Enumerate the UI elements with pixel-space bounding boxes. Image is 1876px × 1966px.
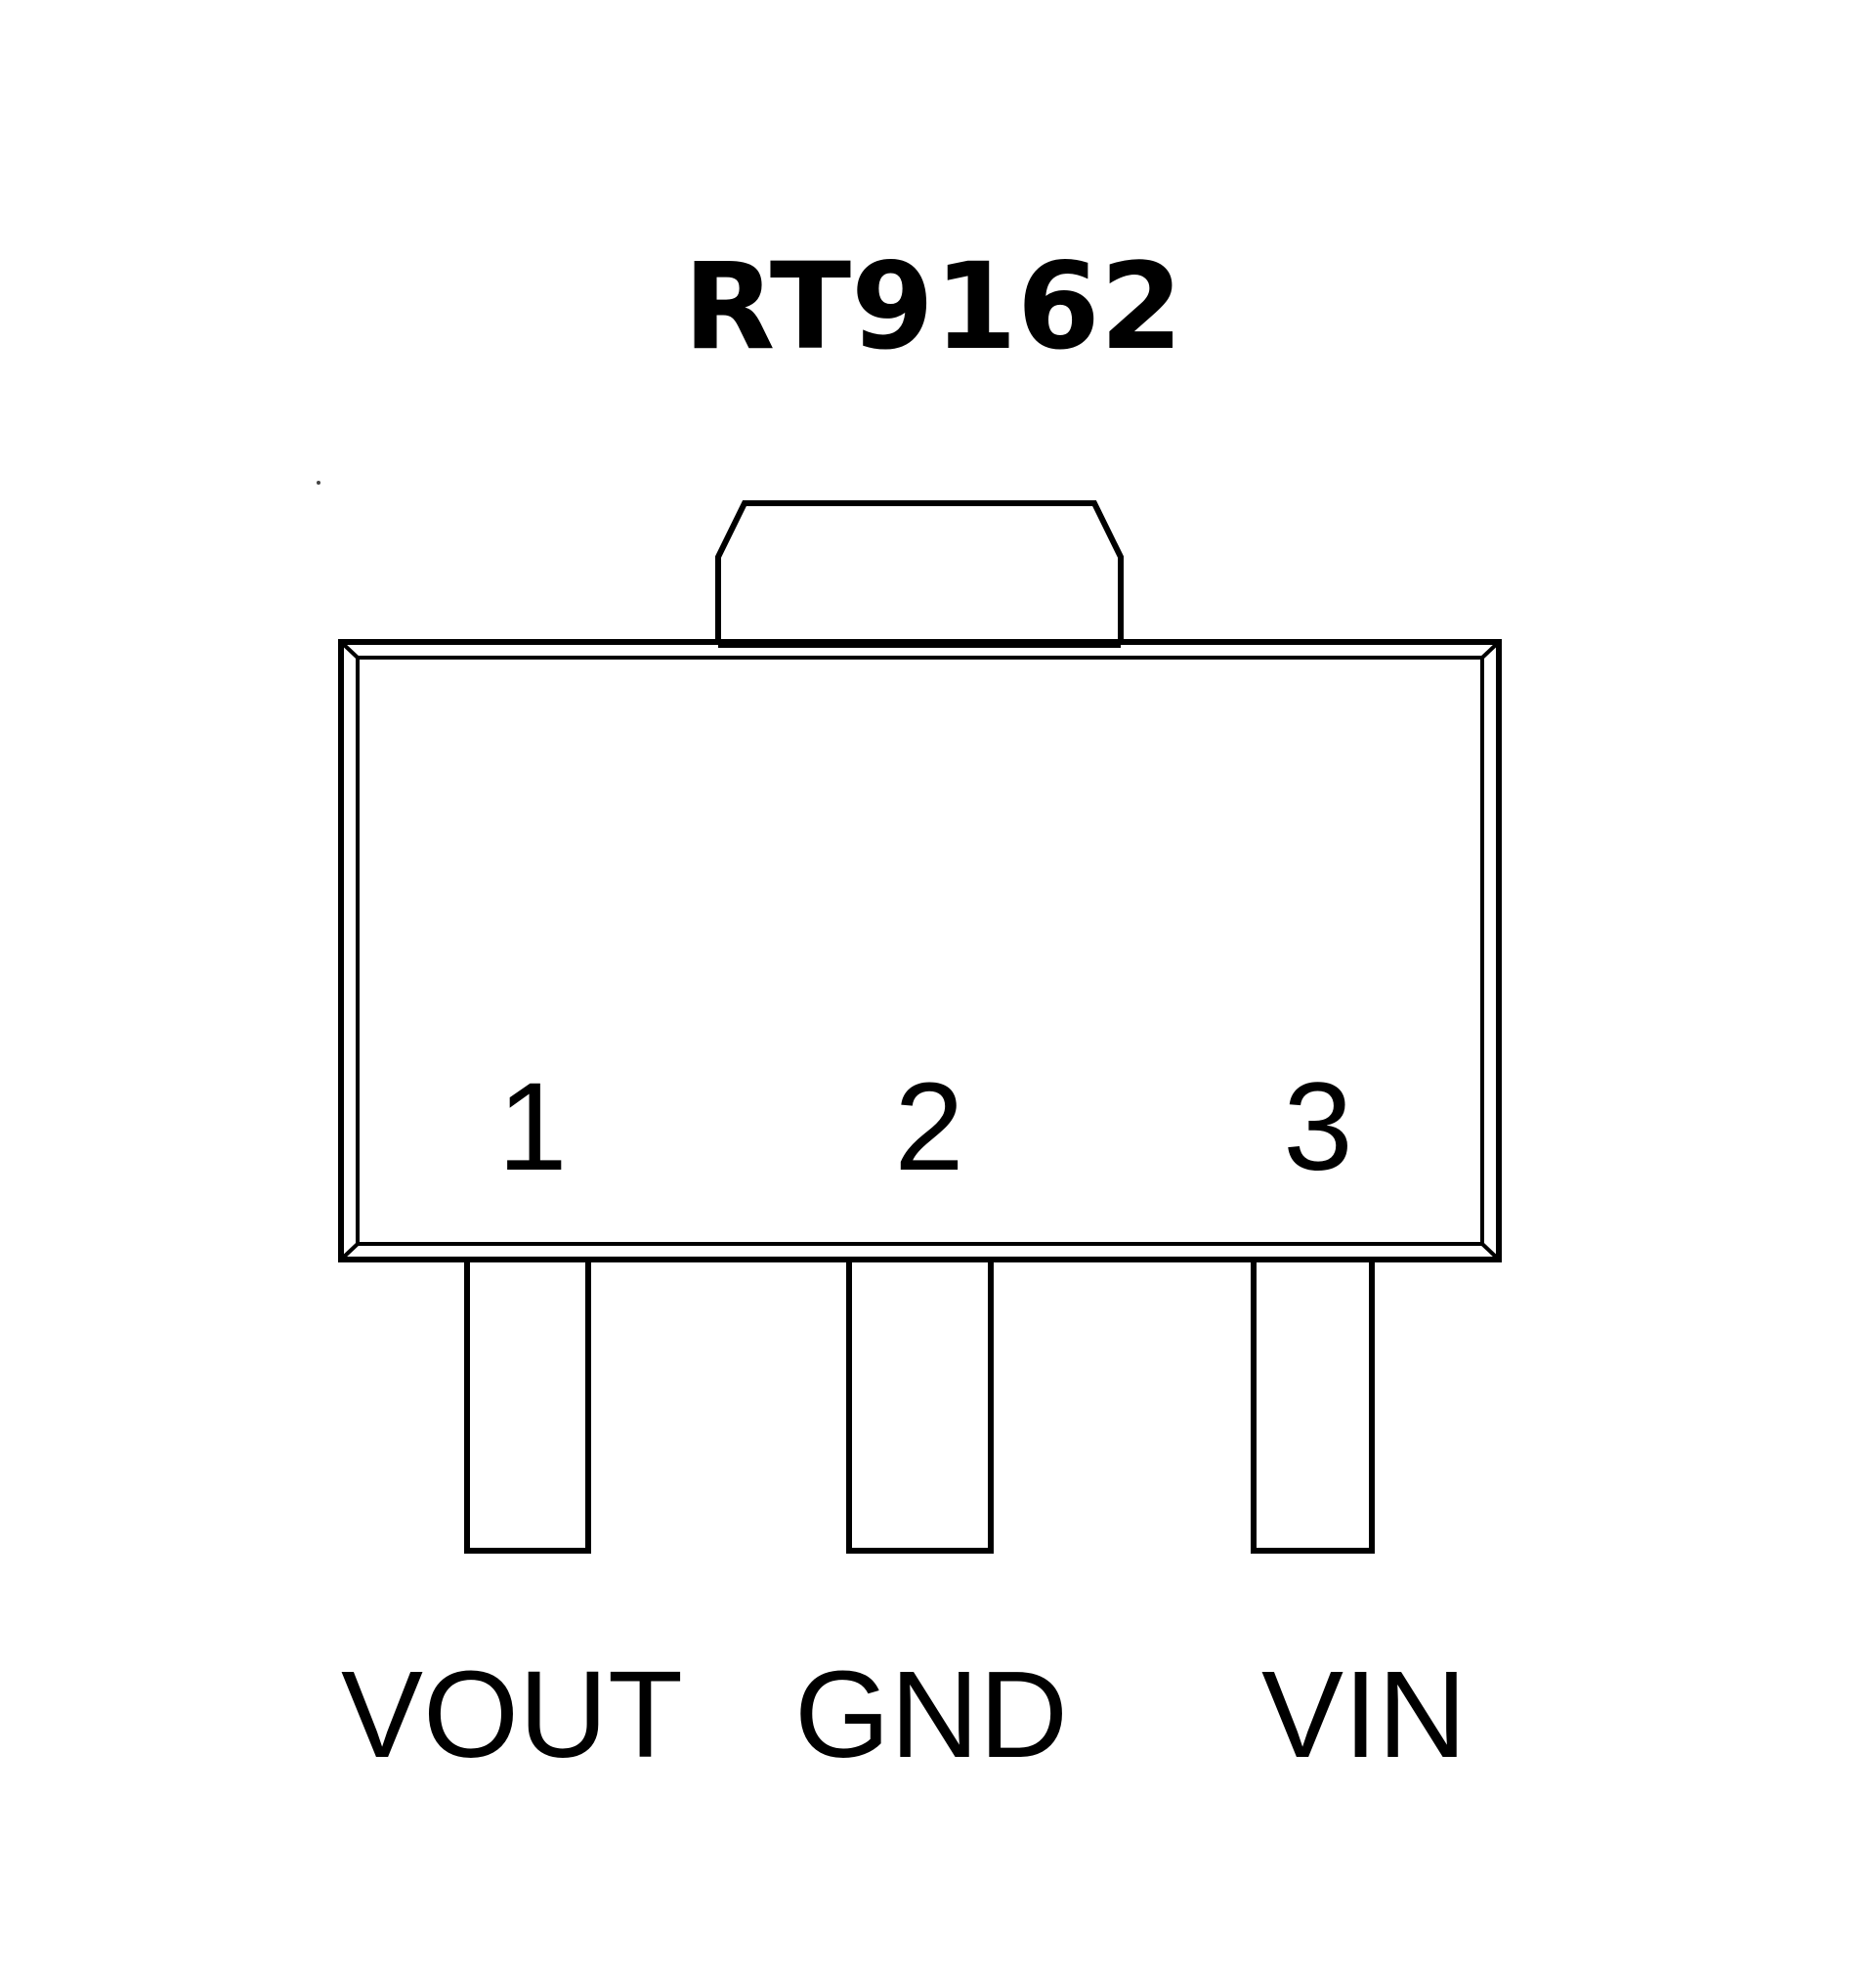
pin-number-3: 3 xyxy=(1283,1057,1352,1197)
pin-label-vin: VIN xyxy=(1261,1645,1467,1783)
pin-label-gnd: GND xyxy=(794,1645,1068,1783)
pin-lead-1 xyxy=(464,1257,591,1554)
part-title: RT9162 xyxy=(683,237,1182,376)
pin-number-2: 2 xyxy=(894,1057,963,1197)
pin-number-1: 1 xyxy=(497,1057,567,1197)
package-tab xyxy=(715,500,1124,645)
pin-label-vout: VOUT xyxy=(341,1645,683,1783)
pin-lead-3 xyxy=(1251,1257,1375,1554)
stray-dot xyxy=(317,481,320,485)
pin-lead-2 xyxy=(846,1257,994,1554)
